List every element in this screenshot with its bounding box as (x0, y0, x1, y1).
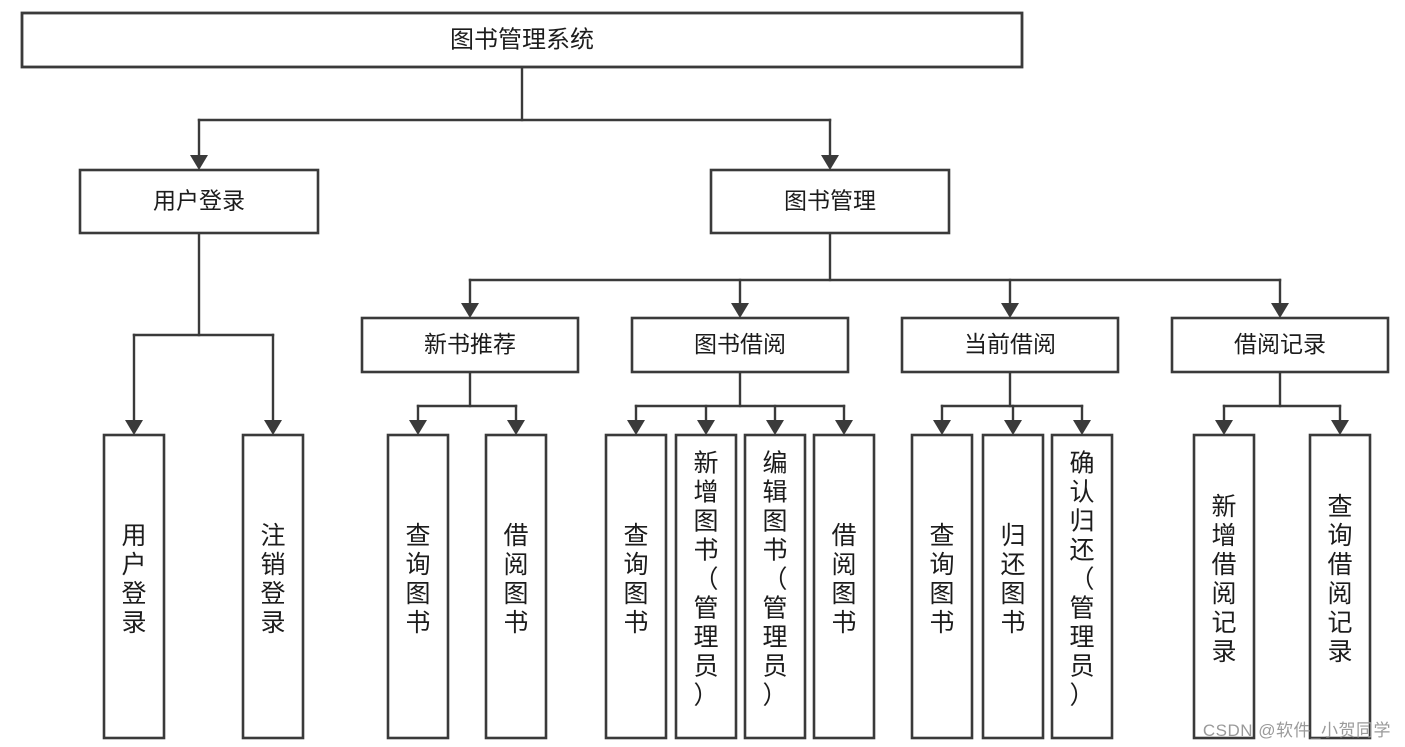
node-leaf-borrow-book-1[interactable]: 借阅图书 (484, 433, 548, 740)
node-root-root[interactable]: 图书管理系统 (20, 11, 1024, 69)
node-leaf-return-book[interactable]: 归还图书 (981, 433, 1045, 740)
node-leaf-borrow-book-2-box[interactable] (812, 433, 876, 740)
node-new-book-recommend-box[interactable] (360, 316, 580, 374)
arrow-head-icon-leaf-borrow-book-2 (835, 420, 853, 435)
arrow-head-icon-book-management (821, 155, 839, 170)
arrow-head-icon-leaf-query-book-3 (933, 420, 951, 435)
node-leaf-logout-login-box[interactable] (241, 433, 305, 740)
arrow-head-icon-book-borrow (731, 303, 749, 318)
node-root-root-label: 图书管理系统 (450, 26, 594, 53)
node-book-management-label: 图书管理 (784, 188, 876, 214)
node-current-borrow-box[interactable] (900, 316, 1120, 374)
node-leaf-confirm-return-admin-box[interactable] (1050, 433, 1114, 740)
node-leaf-borrow-book-2-label: 借阅图书 (831, 522, 856, 637)
node-current-borrow-label: 当前借阅 (964, 331, 1056, 357)
arrow-head-icon-leaf-query-book-1 (409, 420, 427, 435)
arrow-head-icon-leaf-edit-book-admin (766, 420, 784, 435)
node-leaf-edit-book-admin-label: 编辑图书（管理员） (762, 450, 787, 710)
node-leaf-query-book-1[interactable]: 查询图书 (386, 433, 450, 740)
node-book-management[interactable]: 图书管理 (709, 168, 951, 235)
node-leaf-borrow-book-1-box[interactable] (484, 433, 548, 740)
node-leaf-return-book-label: 归还图书 (1000, 522, 1025, 637)
node-leaf-logout-login[interactable]: 注销登录 (241, 433, 305, 740)
arrow-head-icon-leaf-return-book (1004, 420, 1022, 435)
node-leaf-confirm-return-admin[interactable]: 确认归还（管理员） (1050, 433, 1114, 740)
node-leaf-return-book-box[interactable] (981, 433, 1045, 740)
node-leaf-query-book-2-label: 查询图书 (623, 522, 648, 637)
arrow-head-icon-new-book-recommend (461, 303, 479, 318)
node-leaf-query-borrow-record[interactable]: 查询借阅记录 (1308, 433, 1372, 740)
node-leaf-user-login-label: 用户登录 (121, 522, 146, 637)
node-leaf-add-book-admin[interactable]: 新增图书（管理员） (674, 433, 738, 740)
connector-layer (125, 65, 1349, 435)
node-leaf-query-book-3-box[interactable] (910, 433, 974, 740)
node-leaf-query-book-3-label: 查询图书 (929, 522, 954, 637)
node-leaf-query-book-2-box[interactable] (604, 433, 668, 740)
node-user-login-box[interactable] (78, 168, 320, 235)
arrow-head-icon-leaf-add-borrow-record (1215, 420, 1233, 435)
node-leaf-add-book-admin-box[interactable] (674, 433, 738, 740)
arrow-head-icon-borrow-record (1271, 303, 1289, 318)
node-book-borrow-label: 图书借阅 (694, 331, 786, 357)
node-leaf-user-login[interactable]: 用户登录 (102, 433, 166, 740)
node-leaf-query-book-1-label: 查询图书 (405, 522, 430, 637)
node-leaf-add-book-admin-label: 新增图书（管理员） (693, 450, 718, 710)
node-leaf-add-borrow-record[interactable]: 新增借阅记录 (1192, 433, 1256, 740)
arrow-head-icon-leaf-query-book-2 (627, 420, 645, 435)
arrow-head-icon-leaf-logout-login (264, 420, 282, 435)
node-borrow-record-label: 借阅记录 (1234, 331, 1326, 357)
node-leaf-logout-login-label: 注销登录 (260, 522, 285, 637)
node-new-book-recommend-label: 新书推荐 (424, 331, 516, 357)
node-leaf-add-borrow-record-box[interactable] (1192, 433, 1256, 740)
arrow-head-icon-user-login (190, 155, 208, 170)
node-leaf-query-borrow-record-box[interactable] (1308, 433, 1372, 740)
node-leaf-query-borrow-record-label: 查询借阅记录 (1327, 493, 1352, 666)
node-leaf-query-book-2[interactable]: 查询图书 (604, 433, 668, 740)
node-leaf-borrow-book-1-label: 借阅图书 (503, 522, 528, 637)
node-leaf-query-book-3[interactable]: 查询图书 (910, 433, 974, 740)
arrow-head-icon-leaf-query-borrow-record (1331, 420, 1349, 435)
node-book-borrow-box[interactable] (630, 316, 850, 374)
node-borrow-record[interactable]: 借阅记录 (1170, 316, 1390, 374)
node-leaf-confirm-return-admin-label: 确认归还（管理员） (1069, 450, 1094, 710)
arrow-head-icon-leaf-confirm-return-admin (1073, 420, 1091, 435)
arrow-head-icon-leaf-user-login (125, 420, 143, 435)
node-leaf-user-login-box[interactable] (102, 433, 166, 740)
node-root-root-box[interactable] (20, 11, 1024, 69)
node-new-book-recommend[interactable]: 新书推荐 (360, 316, 580, 374)
node-current-borrow[interactable]: 当前借阅 (900, 316, 1120, 374)
arrow-head-icon-leaf-add-book-admin (697, 420, 715, 435)
node-leaf-borrow-book-2[interactable]: 借阅图书 (812, 433, 876, 740)
node-leaf-edit-book-admin-box[interactable] (743, 433, 807, 740)
node-layer: 图书管理系统用户登录图书管理新书推荐图书借阅当前借阅借阅记录用户登录注销登录查询… (20, 11, 1390, 740)
node-leaf-add-borrow-record-label: 新增借阅记录 (1211, 493, 1236, 666)
watermark-text: CSDN @软件_小贺同学 (1202, 721, 1391, 740)
arrow-head-icon-current-borrow (1001, 303, 1019, 318)
node-user-login-label: 用户登录 (153, 188, 245, 214)
node-leaf-query-book-1-box[interactable] (386, 433, 450, 740)
node-book-borrow[interactable]: 图书借阅 (630, 316, 850, 374)
node-borrow-record-box[interactable] (1170, 316, 1390, 374)
node-leaf-edit-book-admin[interactable]: 编辑图书（管理员） (743, 433, 807, 740)
node-book-management-box[interactable] (709, 168, 951, 235)
arrow-head-icon-leaf-borrow-book-1 (507, 420, 525, 435)
node-user-login[interactable]: 用户登录 (78, 168, 320, 235)
